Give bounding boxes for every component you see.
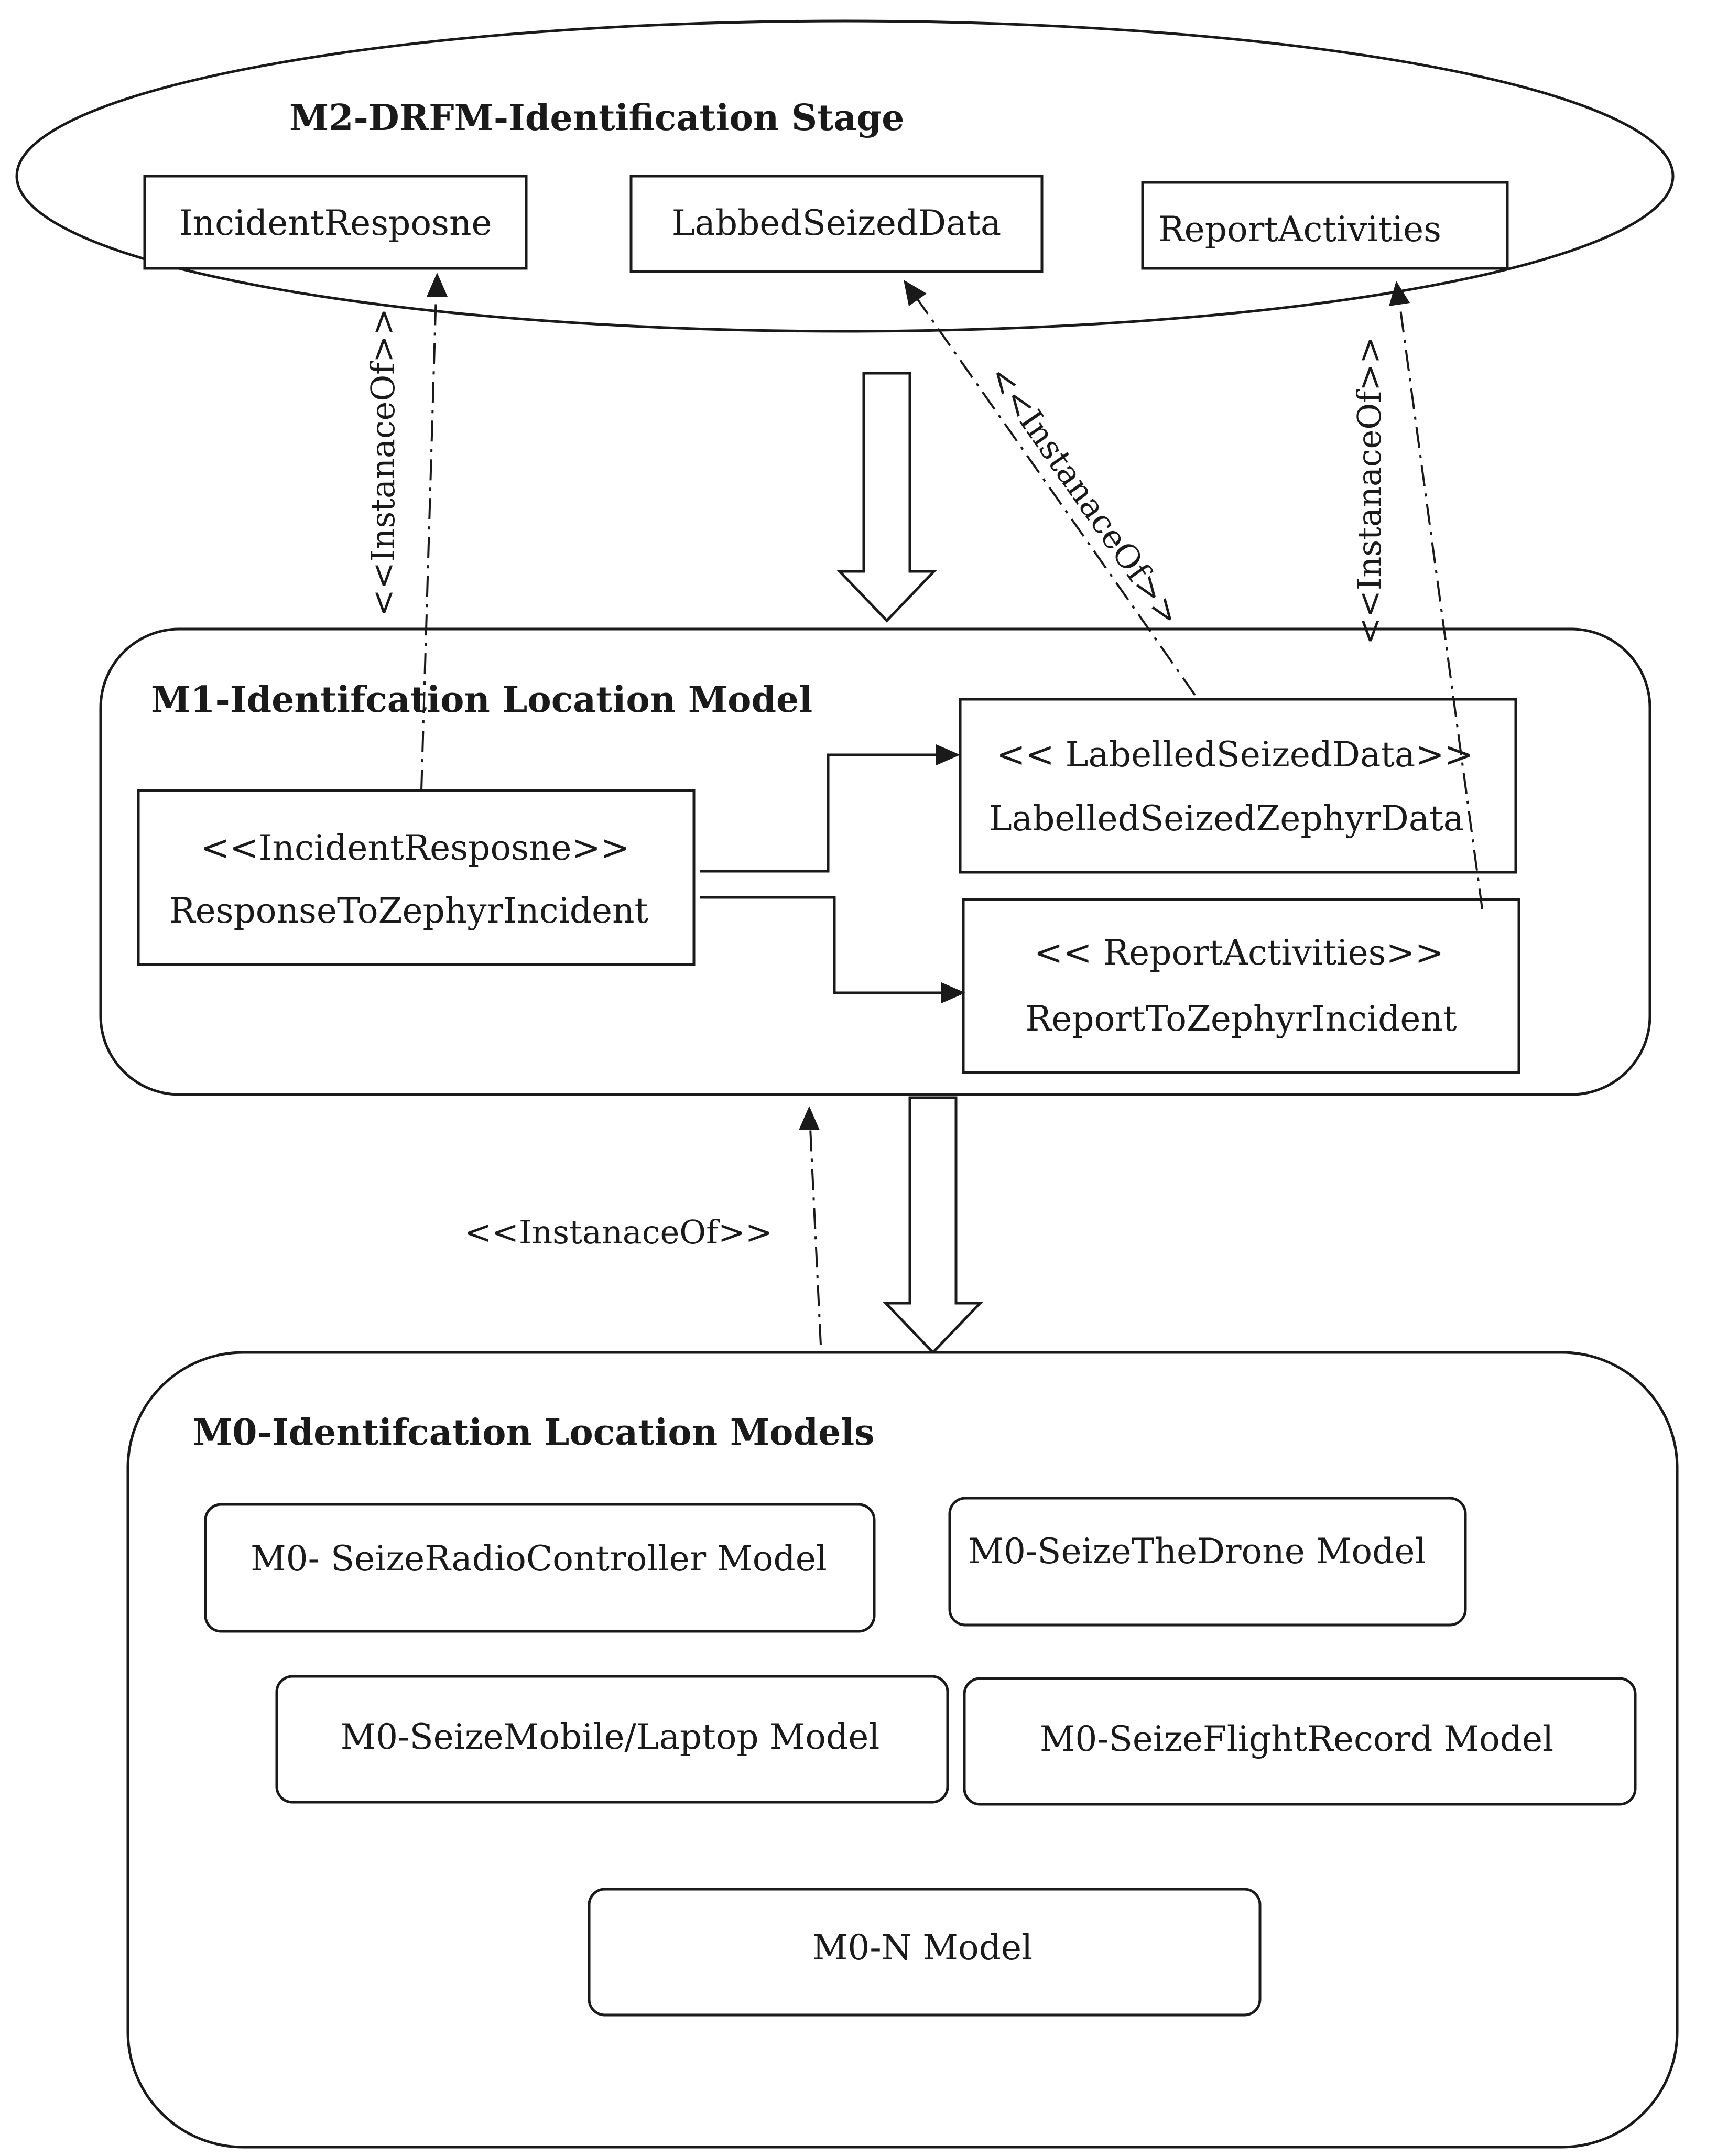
m0-box-n-model-label: M0-N Model (812, 1927, 1033, 1968)
m0-box-mobile-laptop[interactable]: M0-SeizeMobile/Laptop Model (275, 1675, 949, 1804)
m2-box-incident-response-label: IncidentResposne (179, 203, 492, 243)
m0-box-n-model[interactable]: M0-N Model (588, 1888, 1262, 2017)
m1-box-labelled-seized-zephyr-data[interactable]: << LabelledSeizedData>> LabelledSeizedZe… (959, 698, 1517, 874)
m2-title: M2-DRFM-Identification Stage (289, 97, 904, 139)
instance-of-links-upper (420, 273, 1483, 909)
m0-box-radio-controller-label: M0- SeizeRadioController Model (251, 1539, 827, 1579)
m0-box-radio-controller[interactable]: M0- SeizeRadioController Model (204, 1503, 876, 1633)
m2-box-incident-response[interactable]: IncidentResposne (143, 175, 528, 270)
m2-box-labbed-seized-data-label: LabbedSeizedData (672, 203, 1002, 243)
m1-title: M1-Identifcation Location Model (151, 679, 812, 721)
m0-box-drone[interactable]: M0-SeizeTheDrone Model (948, 1497, 1467, 1627)
m1-labelled-stereotype: << LabelledSeizedData>> (996, 734, 1473, 775)
m2-stage: M2-DRFM-Identification Stage IncidentRes… (15, 19, 1675, 333)
m0-box-drone-label: M0-SeizeTheDrone Model (968, 1531, 1426, 1572)
m0-models: M0-Identifcation Location Models M0- Sei… (126, 1351, 1679, 2149)
m1-incident-stereotype: <<IncidentResposne>> (201, 828, 629, 868)
m2-box-report-activities-label: ReportActivities (1158, 209, 1441, 250)
instance-of-label-4: <<InstanaceOf>> (464, 1213, 773, 1251)
m1-box-report-to-zephyr-incident[interactable]: << ReportActivities>> ReportToZephyrInci… (962, 898, 1520, 1074)
instance-of-link-m0-m1 (809, 1128, 822, 1346)
transformation-arrow-m1-m0 (883, 1096, 983, 1355)
association-incident-to-report (700, 896, 943, 994)
m2-box-report-activities[interactable]: ReportActivities (1141, 181, 1509, 270)
m1-box-response-to-zephyr-incident[interactable]: <<IncidentResposne>> ResponseToZephyrInc… (137, 789, 696, 966)
m1-report-stereotype: << ReportActivities>> (1034, 933, 1444, 973)
m1-labelled-name: LabelledSeizedZephyrData (989, 798, 1464, 839)
m1-incident-name: ResponseToZephyrIncident (169, 891, 648, 931)
instance-of-label-3: <<InstanaceOf>> (1350, 337, 1388, 645)
m0-box-mobile-laptop-label: M0-SeizeMobile/Laptop Model (341, 1717, 880, 1757)
m1-report-name: ReportToZephyrIncident (1026, 999, 1457, 1039)
instance-of-label-1: <<InstanaceOf>> (364, 308, 402, 616)
m0-box-flight-record[interactable]: M0-SeizeFlightRecord Model (963, 1677, 1637, 1806)
m2-box-labbed-seized-data[interactable]: LabbedSeizedData (629, 175, 1044, 273)
m0-title: M0-Identifcation Location Models (193, 1412, 874, 1454)
m0-box-flight-record-label: M0-SeizeFlightRecord Model (1040, 1719, 1553, 1759)
instance-of-label-2: <<InstanaceOf>> (981, 359, 1189, 633)
m1-model: M1-Identifcation Location Model <<Incide… (99, 627, 1651, 1096)
transformation-arrow-m2-m1 (836, 372, 937, 623)
association-incident-to-labelled (700, 753, 938, 873)
